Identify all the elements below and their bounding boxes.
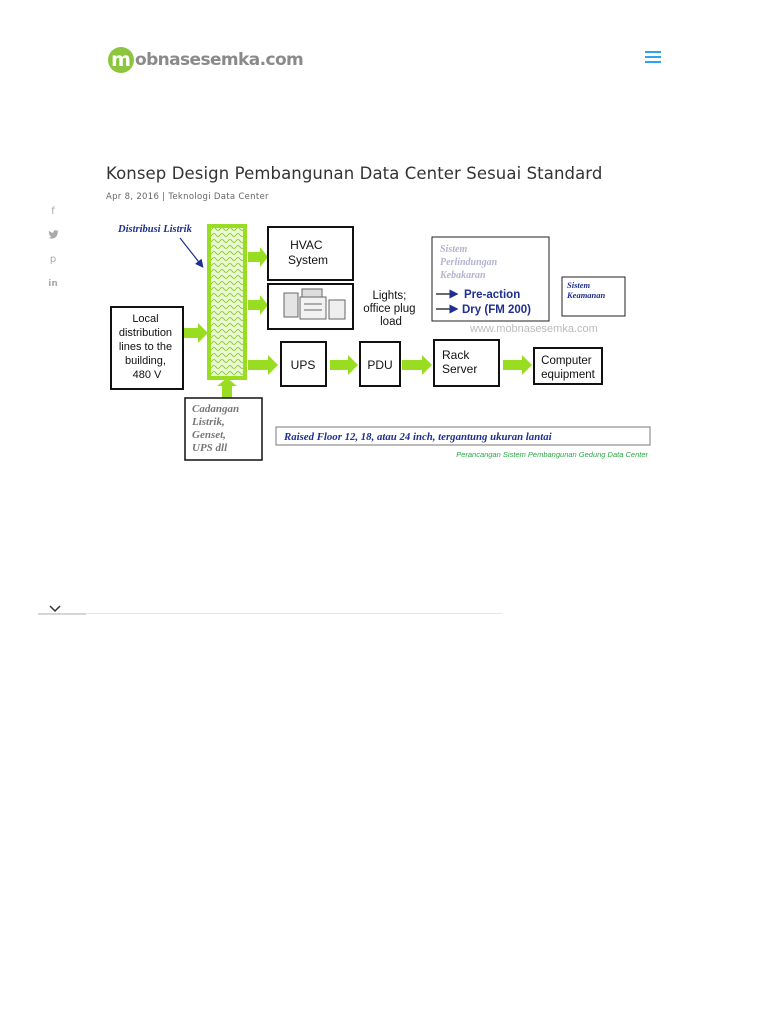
arrow-bar-ups [248, 355, 278, 375]
site-logo[interactable]: m obnasesemka.com [108, 46, 304, 74]
divider [38, 613, 502, 614]
distribusi-label: Distribusi Listrik [117, 224, 193, 235]
keamanan-line-1: Sistem [567, 280, 591, 290]
svg-text:HVAC System: HVAC System [288, 238, 328, 267]
pdu-label: PDU [367, 358, 392, 372]
lights-line-1: Lights; [372, 290, 406, 302]
rack-line-1: Rack [442, 348, 470, 362]
pinterest-icon[interactable]: p [49, 254, 57, 265]
hvac-line-1: HVAC [290, 238, 323, 252]
svg-text:Computer equipment: Computer equipment [541, 355, 596, 381]
computer-line-2: equipment [541, 369, 596, 381]
facebook-icon[interactable]: f [51, 206, 55, 217]
local-line-1: Local [132, 313, 158, 325]
dry-label: Dry (FM 200) [462, 304, 531, 316]
lights-line-3: load [380, 316, 402, 328]
post-meta: Apr 8, 2016 | Teknologi Data Center [106, 192, 269, 202]
printer-image [283, 288, 346, 320]
watermark-text: www.mobnasesemka.com [469, 323, 598, 335]
arrow-pdu-rack [402, 355, 432, 375]
post-title: Konsep Design Pembangunan Data Center Se… [106, 164, 603, 183]
svg-text:Rack Server: Rack Server [442, 348, 477, 376]
local-line-3: lines to the [119, 341, 172, 353]
arrow-bar-hvac [248, 247, 268, 267]
preaction-label: Pre-action [464, 289, 520, 301]
cadangan-line-1: Cadangan [192, 403, 239, 415]
kebakaran-line-2: Perlindungan [440, 257, 498, 268]
computer-equipment-box [533, 347, 603, 385]
cadangan-line-3: Genset, [192, 429, 226, 441]
linkedin-icon[interactable]: in [48, 279, 58, 289]
twitter-icon[interactable] [46, 230, 60, 242]
meta-separator: | [162, 192, 166, 202]
figure-caption: Perancangan Sistem Pembangunan Gedung Da… [456, 450, 648, 459]
distribution-bar [207, 224, 247, 380]
svg-text:Local distribution: Local distribution lines to the building… [119, 313, 175, 381]
lights-line-2: office plug [363, 303, 415, 315]
kebakaran-line-1: Sistem [440, 244, 467, 255]
local-line-2: distribution [119, 327, 172, 339]
svg-text:Sistem Perlindungan: Sistem Perlindungan Kebakaran [439, 244, 500, 281]
arrow-rack-computer [503, 355, 532, 375]
svg-text:Sistem Keamanan: Sistem Keamanan [566, 280, 606, 300]
arrow-genset-bar [217, 378, 237, 398]
rack-server-box [433, 339, 500, 387]
cadangan-line-4: UPS dll [192, 442, 228, 454]
local-line-5: 480 V [133, 369, 162, 381]
distribusi-pointer [179, 237, 204, 268]
local-distribution-box [110, 306, 184, 390]
svg-text:Cadangan Listrik,: Cadangan Listrik, Genset, UPS dll [191, 403, 242, 454]
keamanan-box [561, 276, 626, 317]
post-date: Apr 8, 2016 [106, 192, 160, 202]
raised-floor-text: Raised Floor 12, 18, atau 24 inch, terga… [283, 431, 552, 443]
ups-label: UPS [291, 358, 316, 372]
kebakaran-line-3: Kebakaran [439, 270, 486, 281]
svg-text:Lights; office plug: Lights; office plug load [363, 290, 418, 328]
article-figure: Distribusi Listrik HVAC System [108, 214, 664, 466]
hamburger-icon[interactable] [645, 51, 661, 65]
arrow-ups-pdu [330, 355, 358, 375]
logo-text: obnasesemka.com [135, 50, 304, 70]
cadangan-box [184, 397, 263, 461]
pdu-box [359, 341, 401, 387]
logo-mark: m [108, 47, 134, 73]
post-category-link[interactable]: Teknologi Data Center [168, 192, 269, 202]
hvac-box [267, 226, 354, 281]
divider-accent [38, 613, 86, 615]
computer-line-1: Computer [541, 355, 592, 367]
raised-floor-banner [275, 426, 651, 446]
rack-line-2: Server [442, 362, 477, 376]
chevron-down-icon[interactable] [48, 601, 62, 613]
keamanan-line-2: Keamanan [566, 290, 606, 300]
cadangan-line-2: Listrik, [191, 416, 225, 428]
green-arrows [181, 247, 532, 398]
arrow-local-bar [181, 323, 208, 343]
hvac-line-2: System [288, 253, 328, 267]
local-line-4: building, [125, 355, 166, 367]
ups-box [280, 341, 327, 387]
arrow-bar-lights [248, 295, 268, 315]
